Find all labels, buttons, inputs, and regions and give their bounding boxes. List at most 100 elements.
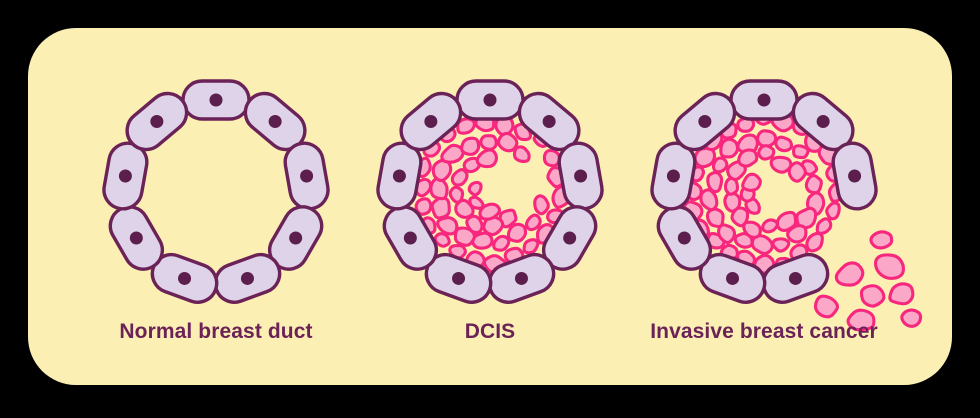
epithelial-ring: [102, 79, 330, 304]
escaped-cancer-cell: [834, 261, 865, 287]
caption-invasive-breast-cancer: Invasive breast cancer: [650, 320, 878, 343]
cancer-cell: [775, 210, 798, 233]
epithelial-cell-nucleus: [424, 115, 438, 129]
cancer-cell: [433, 232, 451, 248]
epithelial-cell-nucleus: [118, 169, 132, 183]
cancer-cell: [465, 214, 484, 235]
epithelial-cell-nucleus: [268, 115, 282, 129]
epithelial-cell-nucleus: [178, 271, 192, 285]
epithelial-cell-nucleus: [514, 271, 528, 285]
figure-normal-breast-duct: [66, 68, 366, 316]
epithelial-cell-nucleus: [666, 169, 680, 183]
escaped-cancer-cell: [859, 284, 886, 308]
escaped-cancer-cell: [869, 230, 894, 250]
epithelial-cell-nucleus: [289, 231, 303, 245]
cancer-cell: [482, 215, 505, 237]
cancer-cell: [454, 198, 475, 219]
cancer-cell: [492, 234, 511, 252]
cancer-cell: [771, 237, 791, 253]
cancer-cell: [769, 155, 793, 174]
epithelial-cell-nucleus: [240, 271, 254, 285]
epithelial-cell-nucleus: [788, 271, 802, 285]
escaped-cancer-cell: [888, 282, 915, 306]
epithelial-cell-nucleus: [403, 231, 417, 245]
caption-dcis: DCIS: [464, 320, 516, 343]
cancer-cell: [525, 213, 542, 232]
cancer-cell: [815, 217, 833, 235]
cancer-cell-mass: [414, 113, 572, 274]
cancer-cell: [456, 117, 476, 135]
cancer-cell: [719, 137, 740, 159]
epithelial-cell-nucleus: [392, 169, 406, 183]
cancer-cell: [542, 148, 561, 168]
cancer-cell: [757, 144, 776, 161]
panel-dcis: DCIS: [340, 68, 640, 348]
diagram-card: Normal breast duct DCIS Invasive breast …: [28, 28, 952, 385]
epithelial-cell-nucleus: [726, 271, 740, 285]
cancer-cell: [787, 161, 807, 183]
caption-normal-breast-duct: Normal breast duct: [119, 320, 313, 343]
cancer-cell: [804, 173, 823, 195]
epithelial-ring: [650, 79, 878, 304]
escaped-cancer-cell: [846, 308, 876, 332]
cancer-cell: [467, 180, 483, 197]
cancer-cell: [717, 223, 737, 245]
escaped-cancer-cell: [813, 294, 840, 319]
cancer-cell: [791, 144, 810, 160]
cancer-cell: [705, 207, 725, 229]
cancer-cell: [430, 195, 451, 220]
escaped-cancer-cell: [900, 308, 923, 328]
panel-normal-breast-duct: Normal breast duct: [66, 68, 366, 348]
cancer-cell: [699, 188, 719, 212]
epithelial-cell-nucleus: [209, 93, 223, 107]
cancer-cell: [440, 143, 465, 164]
cancer-cell: [711, 156, 729, 174]
cancer-cell: [506, 222, 528, 243]
cancer-cell: [460, 136, 481, 156]
cancer-cell: [730, 206, 750, 228]
cancer-cell: [436, 216, 459, 236]
cancer-cell: [825, 201, 841, 221]
epithelial-cell-nucleus: [848, 169, 862, 183]
epithelial-cell-nucleus: [542, 115, 556, 129]
cancer-cell: [736, 133, 760, 155]
escaped-cancer-cells: [813, 230, 923, 332]
cancer-cell: [522, 238, 540, 255]
cancer-cell: [475, 148, 498, 169]
epithelial-cell-nucleus: [300, 169, 314, 183]
cancer-cell: [533, 194, 550, 216]
cancer-cell: [756, 129, 778, 148]
cancer-cell: [414, 197, 433, 216]
cancer-cell: [496, 131, 519, 153]
cancer-cell: [479, 134, 498, 151]
figure-dcis: [340, 68, 640, 316]
cancer-cell: [478, 202, 502, 221]
cancer-cell: [805, 231, 824, 253]
epithelial-cell-nucleus: [452, 271, 466, 285]
cancer-cell: [737, 148, 759, 168]
cancer-cell: [742, 220, 762, 239]
epithelial-cell-nucleus: [150, 115, 164, 129]
cancer-cell: [706, 170, 724, 194]
cancer-cell: [450, 168, 469, 187]
epithelial-cell-nucleus: [757, 93, 771, 107]
panel-invasive-breast-cancer: Invasive breast cancer: [614, 68, 923, 348]
cancer-cell: [448, 185, 465, 204]
cancer-cell: [741, 172, 762, 192]
epithelial-cell-nucleus: [563, 231, 577, 245]
cancer-cell: [468, 195, 485, 210]
cancer-cell: [723, 191, 742, 213]
cancer-cell: [786, 223, 808, 244]
epithelial-cell-nucleus: [129, 231, 143, 245]
epithelial-cell-nucleus: [574, 169, 588, 183]
epithelial-ring: [376, 79, 604, 304]
epithelial-cell-nucleus: [698, 115, 712, 129]
dcis-illustration: [376, 79, 604, 304]
cancer-cell: [733, 232, 754, 249]
escaped-cancer-cell: [873, 253, 906, 280]
normal-duct-illustration: [102, 79, 330, 304]
invasive-cancer-illustration: [650, 79, 923, 332]
epithelial-cell-nucleus: [677, 231, 691, 245]
figure-invasive-breast-cancer: [614, 68, 923, 332]
